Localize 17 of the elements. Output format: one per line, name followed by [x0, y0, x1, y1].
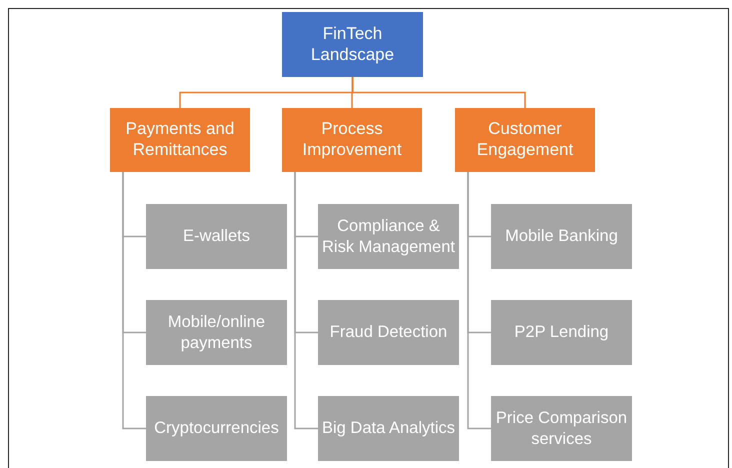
item-box: Price Comparison services: [491, 396, 632, 461]
item-box: Mobile Banking: [491, 204, 632, 269]
item-box: Big Data Analytics: [318, 396, 459, 461]
category-box: Customer Engagement: [455, 108, 595, 172]
category-box: Process Improvement: [282, 108, 422, 172]
connector-line: [352, 77, 526, 108]
category-box: Payments and Remittances: [110, 108, 250, 172]
root-box: FinTech Landscape: [282, 12, 423, 77]
item-box: E-wallets: [146, 204, 287, 269]
connector-line: [122, 172, 146, 430]
item-box: Fraud Detection: [318, 300, 459, 365]
connector-line: [467, 172, 491, 430]
item-box: P2P Lending: [491, 300, 632, 365]
connector-line: [294, 172, 318, 430]
item-box: Mobile/online payments: [146, 300, 287, 365]
item-box: Compliance & Risk Management: [318, 204, 459, 269]
item-box: Cryptocurrencies: [146, 396, 287, 461]
